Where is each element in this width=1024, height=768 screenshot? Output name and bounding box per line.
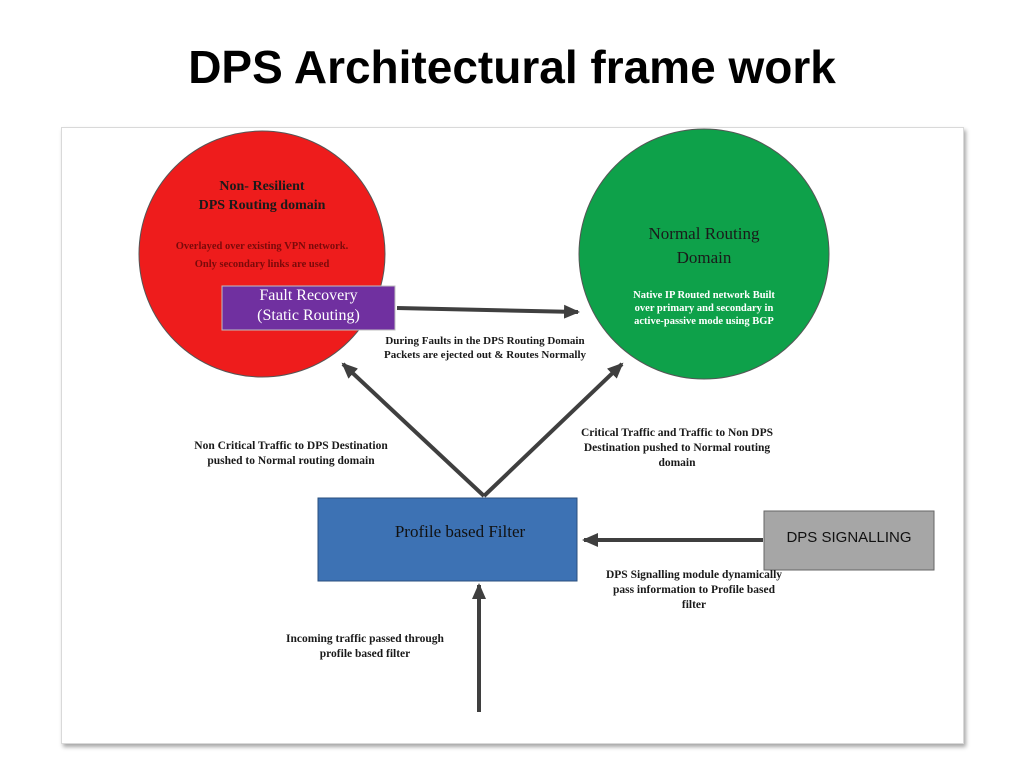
non-resilient-title: Non- Resilient DPS Routing domain	[160, 178, 364, 216]
signalling-label: DPS Signalling module dynamically pass i…	[578, 568, 810, 613]
fault-recovery-box	[221, 285, 396, 331]
critical-label: Critical Traffic and Traffic to Non DPS …	[555, 426, 799, 471]
critical-label-line2: Destination pushed to Normal routing	[583, 441, 771, 454]
non-resilient-title-line1: Non- Resilient	[219, 179, 305, 194]
signalling-label-line3: filter	[681, 598, 707, 611]
non-critical-label-line2: pushed to Normal routing domain	[207, 454, 375, 467]
critical-label-line1: Critical Traffic and Traffic to Non DPS	[580, 427, 774, 439]
normal-routing-desc-line3: active-passive mode using BGP	[634, 316, 774, 328]
signalling-label-line2: pass information to Profile based	[612, 583, 776, 596]
incoming-label: Incoming traffic passed through profile …	[256, 632, 474, 662]
signalling-label-line1: DPS Signalling module dynamically	[605, 569, 783, 581]
fault-recovery-label: Fault Recovery (Static Routing)	[222, 286, 395, 330]
normal-routing-desc: Native IP Routed network Built over prim…	[604, 289, 804, 328]
non-critical-arrow	[341, 362, 486, 498]
critical-arrow	[482, 362, 624, 498]
normal-routing-title-line2: Domain	[676, 247, 732, 267]
non-resilient-desc-line1: Overlayed over existing VPN network.	[175, 241, 349, 252]
non-resilient-title-line2: DPS Routing domain	[198, 197, 326, 213]
non-resilient-desc: Overlayed over existing VPN network. Onl…	[140, 238, 384, 275]
fault-edge-label: During Faults in the DPS Routing Domain …	[355, 334, 615, 363]
non-resilient-desc-line2: Only secondary links are used	[194, 259, 330, 271]
page-title: DPS Architectural frame work	[188, 41, 836, 93]
fault-edge-label-line2: Packets are ejected out & Routes Normall…	[383, 349, 587, 362]
dps-signalling-label: DPS SIGNALLING	[786, 529, 912, 546]
normal-routing-title-line1: Normal Routing	[648, 224, 760, 243]
incoming-label-line1: Incoming traffic passed through	[286, 633, 444, 645]
profile-filter-label: Profile based Filter	[394, 522, 526, 541]
fault-arrow	[396, 304, 580, 319]
normal-routing-domain-circle	[578, 128, 830, 380]
fault-recovery-line1: Fault Recovery	[259, 287, 358, 304]
profile-filter-box	[317, 497, 578, 582]
normal-routing-title: Normal Routing Domain	[604, 222, 804, 270]
normal-routing-desc-line1: Native IP Routed network Built	[633, 290, 775, 301]
fault-edge-label-line1: During Faults in the DPS Routing Domain	[385, 335, 585, 347]
critical-label-line3: domain	[658, 456, 696, 469]
normal-routing-desc-line2: over primary and secondary in	[634, 303, 774, 315]
dps-signalling-box	[763, 510, 935, 571]
non-critical-label: Non Critical Traffic to DPS Destination …	[168, 439, 414, 469]
non-critical-label-line1: Non Critical Traffic to DPS Destination	[194, 440, 388, 452]
fault-recovery-line2: (Static Routing)	[257, 307, 360, 324]
incoming-label-line2: profile based filter	[319, 647, 411, 660]
